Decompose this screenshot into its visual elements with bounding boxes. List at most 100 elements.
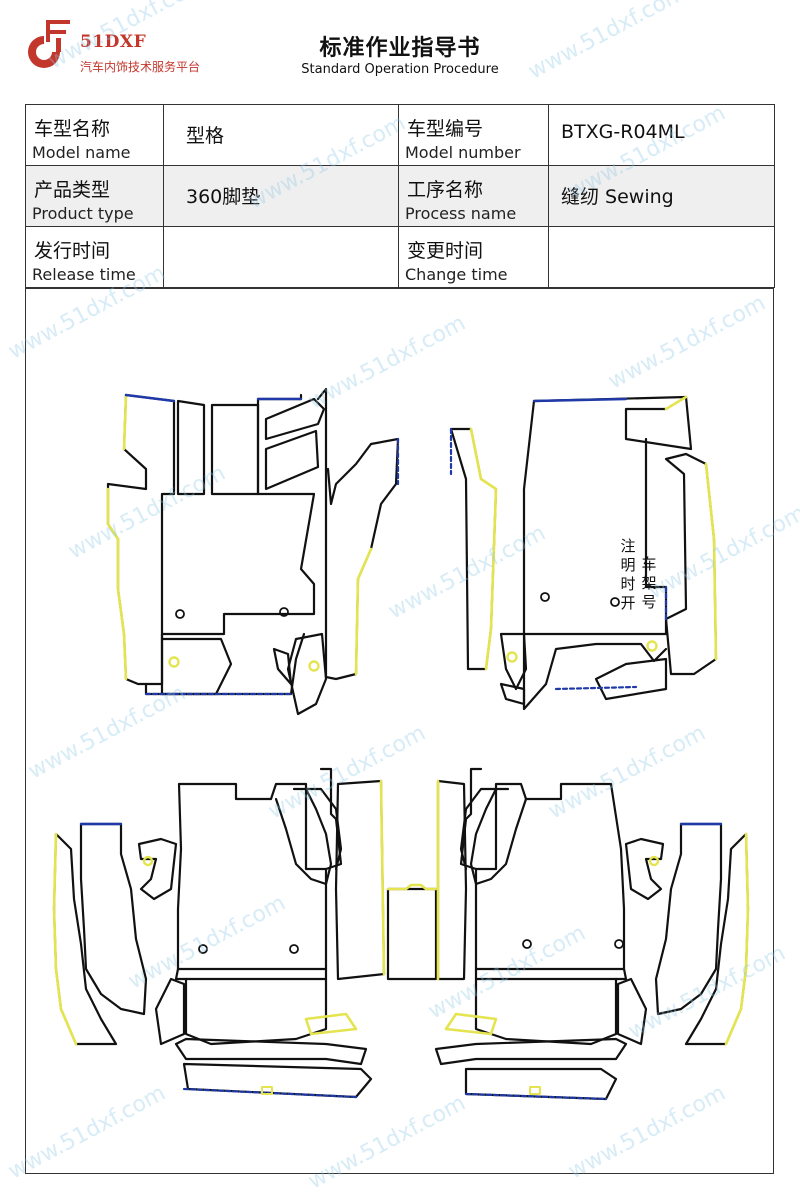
vin-opening-note-col2: 车 架 号 <box>640 555 658 612</box>
yellow-edge <box>386 883 438 891</box>
mat-piece-outline <box>176 399 206 496</box>
front-right-mat-group <box>449 395 718 711</box>
info-row-product: 产品类型 Product type 360脚垫 工序名称 Process nam… <box>25 165 775 227</box>
mat-piece-outline <box>124 393 316 636</box>
model-number-label-cn: 车型编号 <box>407 118 484 140</box>
yellow-edge <box>304 779 386 1036</box>
yellow-edge <box>664 395 718 661</box>
mat-piece-outline <box>319 767 343 871</box>
note-char: 架 <box>641 574 657 592</box>
info-row-time: 发行时间 Release time 变更时间 Change time <box>25 226 775 288</box>
model-name-value: 型格 <box>186 125 225 147</box>
process-name-value-cell: 缝纫 Sewing <box>548 165 775 227</box>
mat-piece-outline <box>154 977 186 1046</box>
rear-left-mat-group <box>52 767 438 1099</box>
change-time-value-cell <box>548 226 775 288</box>
blue-edge <box>464 1092 608 1101</box>
mat-piece-outline <box>106 393 164 686</box>
note-char: 开 <box>620 594 636 612</box>
mat-piece-outline <box>474 967 628 981</box>
fixing-hole-icon <box>614 939 624 949</box>
mat-piece-outline <box>174 967 328 981</box>
mat-piece-outline <box>624 837 665 901</box>
mat-piece-outline <box>654 822 723 1016</box>
blue-edge <box>449 427 668 691</box>
model-name-value-cell: 型格 <box>163 104 399 166</box>
release-time-label-cell: 发行时间 Release time <box>25 226 164 288</box>
mat-piece-outline <box>176 782 328 971</box>
mat-piece-outline <box>594 657 668 701</box>
product-type-value-cell: 360脚垫 <box>163 165 399 227</box>
mat-piece-outline <box>434 1037 628 1066</box>
model-number-value: BTXG-R04ML <box>561 121 685 143</box>
release-time-value-cell <box>163 226 399 288</box>
note-char: 注 <box>620 537 636 555</box>
model-number-label-cell: 车型编号 Model number <box>398 104 549 166</box>
mat-piece-outline <box>522 399 668 636</box>
brand-logo-icon <box>28 20 70 68</box>
mat-piece-outline <box>286 632 328 716</box>
blue-edge <box>124 393 303 403</box>
fixing-hole-icon <box>289 944 299 954</box>
info-row-model: 车型名称 Model name 型格 车型编号 Model number BTX… <box>25 104 775 166</box>
release-time-label-cn: 发行时间 <box>34 240 111 262</box>
mat-piece-outline <box>499 682 526 706</box>
mat-piece-outline <box>459 767 483 871</box>
fixing-slot-icon <box>261 1086 273 1095</box>
blue-edge <box>144 437 400 696</box>
model-name-label-cn: 车型名称 <box>34 118 111 140</box>
mat-piece-outline <box>436 779 468 981</box>
fixing-hole-icon <box>506 651 518 663</box>
yellow-edge <box>354 547 373 676</box>
mat-piece-outline <box>137 837 178 901</box>
mat-piece-outline <box>474 977 618 1046</box>
document-title: 标准作业指导书 <box>319 36 481 61</box>
mat-piece-outline <box>274 787 333 886</box>
yellow-edge <box>724 832 750 1046</box>
process-name-label-cn: 工序名称 <box>407 179 484 201</box>
yellow-edge <box>436 779 498 1036</box>
mat-piece-outline <box>160 632 306 696</box>
yellow-edge <box>469 427 498 671</box>
front-left-mat-group <box>106 387 400 716</box>
mat-piece-outline <box>464 1067 618 1101</box>
floor-mat-pattern-drawing <box>52 387 750 1101</box>
fixing-hole-icon <box>175 609 185 619</box>
mat-piece-outline <box>182 1062 373 1099</box>
mat-piece-outline <box>522 632 668 711</box>
mat-piece-outline <box>144 637 233 696</box>
product-type-label-cell: 产品类型 Product type <box>25 165 164 227</box>
release-time-label-en: Release time <box>32 265 136 284</box>
product-type-label-cn: 产品类型 <box>34 179 111 201</box>
fixing-hole-icon <box>648 855 660 867</box>
fixing-hole-icon <box>522 939 532 949</box>
model-name-label-en: Model name <box>32 143 131 162</box>
mat-piece-outline <box>292 787 343 871</box>
mat-piece-outline <box>532 395 693 451</box>
fixing-hole-icon <box>308 660 320 672</box>
change-time-label-cn: 变更时间 <box>407 240 484 262</box>
note-char: 号 <box>641 593 657 611</box>
process-name-label-cell: 工序名称 Process name <box>398 165 549 227</box>
mat-piece-outline <box>184 977 328 1046</box>
mat-piece-outline <box>272 647 293 686</box>
process-name-value: 缝纫 Sewing <box>561 186 674 208</box>
mat-piece-outline <box>264 429 320 491</box>
vin-opening-note-col1: 注 明 时 开 <box>619 537 637 613</box>
mat-piece-outline <box>334 779 386 981</box>
document-subtitle: Standard Operation Procedure <box>301 62 499 77</box>
fixing-hole-icon <box>540 592 550 602</box>
rear-right-mat-group <box>434 767 750 1101</box>
model-number-label-en: Model number <box>405 143 521 162</box>
document-header: 51DXF 汽车内饰技术服务平台 标准作业指导书 Standard Operat… <box>0 0 800 100</box>
brand-name: 51DXF <box>80 32 147 52</box>
mat-piece-outline <box>386 887 438 981</box>
change-time-label-cell: 变更时间 Change time <box>398 226 549 288</box>
fixing-hole-icon <box>610 597 620 607</box>
mat-piece-outline <box>499 632 528 691</box>
mat-piece-outline <box>474 782 626 971</box>
process-name-label-en: Process name <box>405 204 517 223</box>
note-char: 明 <box>620 556 636 574</box>
model-name-label-cell: 车型名称 Model name <box>25 104 164 166</box>
fixing-hole-icon <box>198 944 208 954</box>
